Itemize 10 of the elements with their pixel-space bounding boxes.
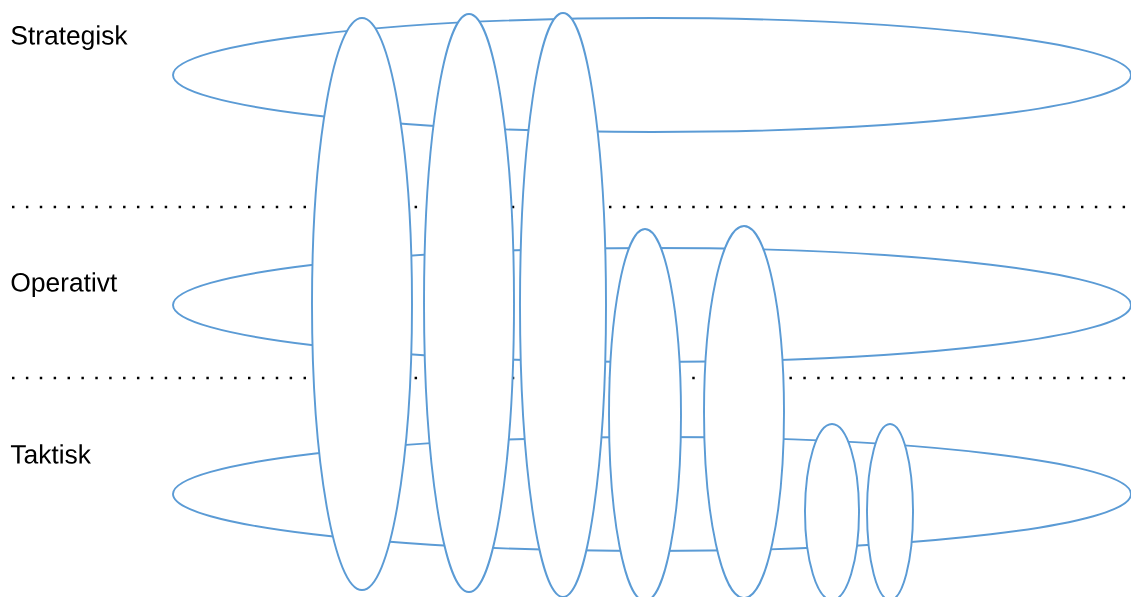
ellipse	[519, 12, 607, 597]
ellipse	[608, 228, 682, 597]
ellipse	[866, 423, 914, 597]
ellipse	[311, 17, 413, 591]
ellipse	[423, 13, 515, 593]
ellipse	[703, 225, 785, 597]
side-label: Strategisk	[11, 25, 128, 50]
side-label: Taktisk	[10, 444, 91, 464]
side-label: Operativt	[11, 272, 118, 297]
ellipse	[804, 423, 860, 597]
